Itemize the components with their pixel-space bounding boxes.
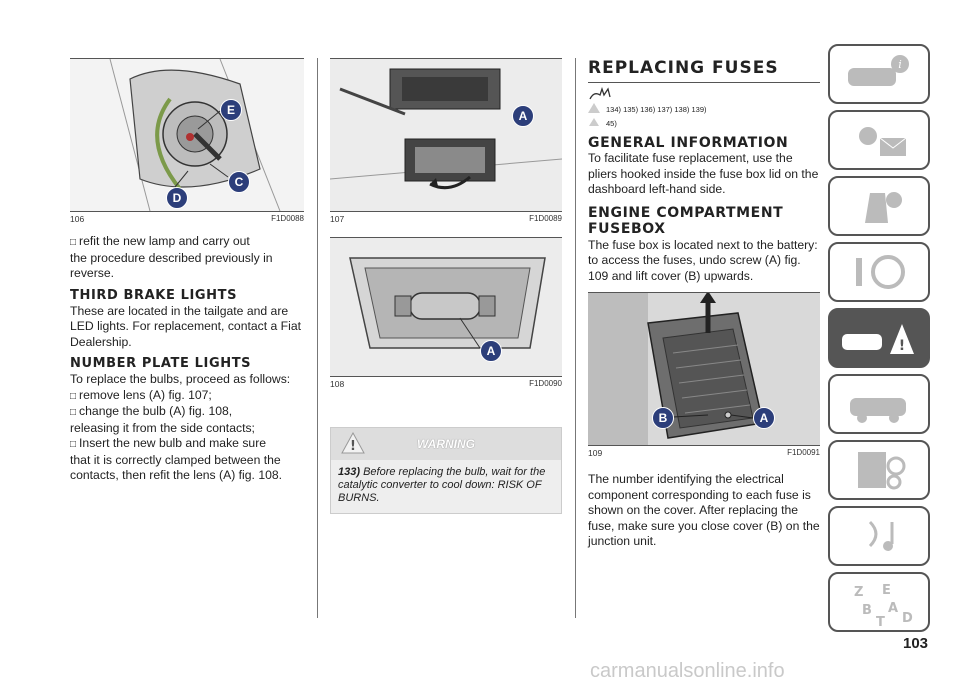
lights-envelope-icon — [859, 127, 907, 156]
bullet-text: Insert the new bulb and make sure — [70, 436, 304, 453]
warning-number: 133) — [338, 466, 361, 478]
heading-general-information: GENERAL INFORMATION — [588, 135, 789, 151]
body-text: To replace the bulbs, proceed as follows… — [70, 372, 291, 386]
body-text: These are located in the tailgate and ar… — [70, 303, 301, 349]
tab-technical-data[interactable] — [828, 440, 930, 500]
figure-108: A — [330, 238, 562, 377]
warning-triangle-icon: ! — [341, 431, 365, 459]
svg-text:!: ! — [899, 338, 905, 354]
fuse-hand-icon — [588, 86, 820, 101]
figure-106: E C D — [70, 59, 304, 212]
callout-a: A — [480, 340, 502, 362]
number-plate-lens-illustration — [330, 59, 562, 211]
alphabet-icon: Z EB AD T — [854, 583, 913, 630]
caution-hand-icon — [588, 117, 600, 129]
bullet-text: refit the new lamp and carry out — [70, 234, 304, 251]
svg-text:!: ! — [350, 439, 356, 454]
body-text: The fuse box is located next to the batt… — [588, 237, 818, 283]
reference-numbers: 45) — [606, 118, 617, 128]
tab-maintenance[interactable] — [828, 374, 930, 434]
steering-wheel-key-icon — [856, 255, 905, 289]
page-number: 103 — [903, 635, 929, 652]
tab-dashboard-info[interactable]: i — [828, 44, 930, 104]
warning-title: WARNING — [417, 437, 475, 451]
headlamp-illustration — [70, 59, 304, 211]
svg-text:D: D — [902, 611, 913, 626]
svg-text:E: E — [882, 583, 891, 598]
svg-text:i: i — [898, 58, 902, 71]
tab-safety[interactable] — [828, 176, 930, 236]
figure-caption: 108 F1D0090 — [330, 379, 562, 389]
tab-in-an-emergency[interactable]: ! — [828, 308, 930, 368]
callout-a: A — [753, 407, 775, 429]
body-text: The number identifying the electrical co… — [588, 472, 820, 548]
car-warning-icon: ! — [842, 324, 914, 354]
warning-box: ! WARNING 133) Before replacing the bulb… — [330, 427, 562, 514]
callout-c: C — [228, 171, 250, 193]
section-title: REPLACING FUSES — [588, 58, 779, 78]
warning-triangle-icon — [588, 103, 600, 115]
watermark: carmanualsonline.info — [590, 660, 785, 682]
body-text: releasing it from the side contacts; — [70, 420, 255, 435]
warning-header: ! WARNING — [331, 428, 561, 460]
figure-code: F1D0088 — [271, 214, 304, 223]
body-text: the procedure described previously in re… — [70, 250, 273, 281]
reference-numbers: 134) 135) 136) 137) 138) 139) — [606, 104, 707, 114]
callout-e: E — [220, 99, 242, 121]
figure-code: F1D0089 — [529, 214, 562, 223]
figure-109: B A — [588, 293, 820, 446]
warning-text: 133) Before replacing the bulb, wait for… — [331, 460, 561, 513]
figure-caption: 106 F1D0088 — [70, 214, 304, 224]
column-divider — [575, 58, 576, 618]
figure-number: 109 — [588, 448, 603, 458]
figure-code: F1D0091 — [787, 448, 820, 457]
heading-number-plate-lights: NUMBER PLATE LIGHTS — [70, 356, 252, 371]
svg-text:A: A — [888, 601, 898, 616]
svg-text:T: T — [876, 615, 885, 630]
document-gears-icon — [858, 452, 906, 490]
tab-lights-messages[interactable] — [828, 110, 930, 170]
figure-number: 108 — [330, 379, 345, 389]
tab-multimedia[interactable] — [828, 506, 930, 566]
figure-caption: 107 F1D0089 — [330, 214, 562, 224]
callout-b: B — [652, 407, 674, 429]
callout-a: A — [512, 105, 534, 127]
right-column: REPLACING FUSES 134) 135) 136) 137) 138)… — [588, 58, 820, 550]
music-signal-icon — [868, 520, 894, 551]
bulb-holder-illustration — [330, 238, 562, 376]
car-wrench-icon — [850, 398, 906, 423]
caution-references: 45) — [588, 117, 820, 129]
column-divider — [317, 58, 318, 618]
airbag-seat-icon — [865, 192, 902, 223]
figure-caption: 109 F1D0091 — [588, 448, 820, 458]
figure-number: 107 — [330, 214, 345, 224]
left-column: E C D 106 F1D0088 refit the new lamp and… — [70, 58, 304, 484]
warning-references: 134) 135) 136) 137) 138) 139) — [588, 103, 820, 115]
heading-third-brake-lights: THIRD BRAKE LIGHTS — [70, 287, 238, 303]
bullet-text: remove lens (A) fig. 107; — [70, 388, 304, 405]
middle-column: A 107 F1D0089 A 108 F1D0090 ! WARNING 1 — [330, 58, 562, 514]
body-text: that it is correctly clamped between the… — [70, 452, 283, 483]
heading-engine-compartment-fusebox: ENGINE COMPARTMENT FUSEBOX — [588, 204, 784, 237]
warning-body: Before replacing the bulb, wait for the … — [338, 466, 546, 504]
car-info-icon: i — [848, 55, 909, 86]
figure-107: A — [330, 59, 562, 212]
tab-starting-driving[interactable] — [828, 242, 930, 302]
body-text: To facilitate fuse replacement, use the … — [588, 151, 819, 196]
figure-code: F1D0090 — [529, 379, 562, 388]
bullet-text: change the bulb (A) fig. 108, — [70, 404, 304, 421]
svg-text:B: B — [862, 603, 872, 618]
callout-d: D — [166, 187, 188, 209]
figure-number: 106 — [70, 214, 85, 224]
svg-text:Z: Z — [854, 585, 863, 600]
fusebox-illustration — [588, 293, 820, 445]
